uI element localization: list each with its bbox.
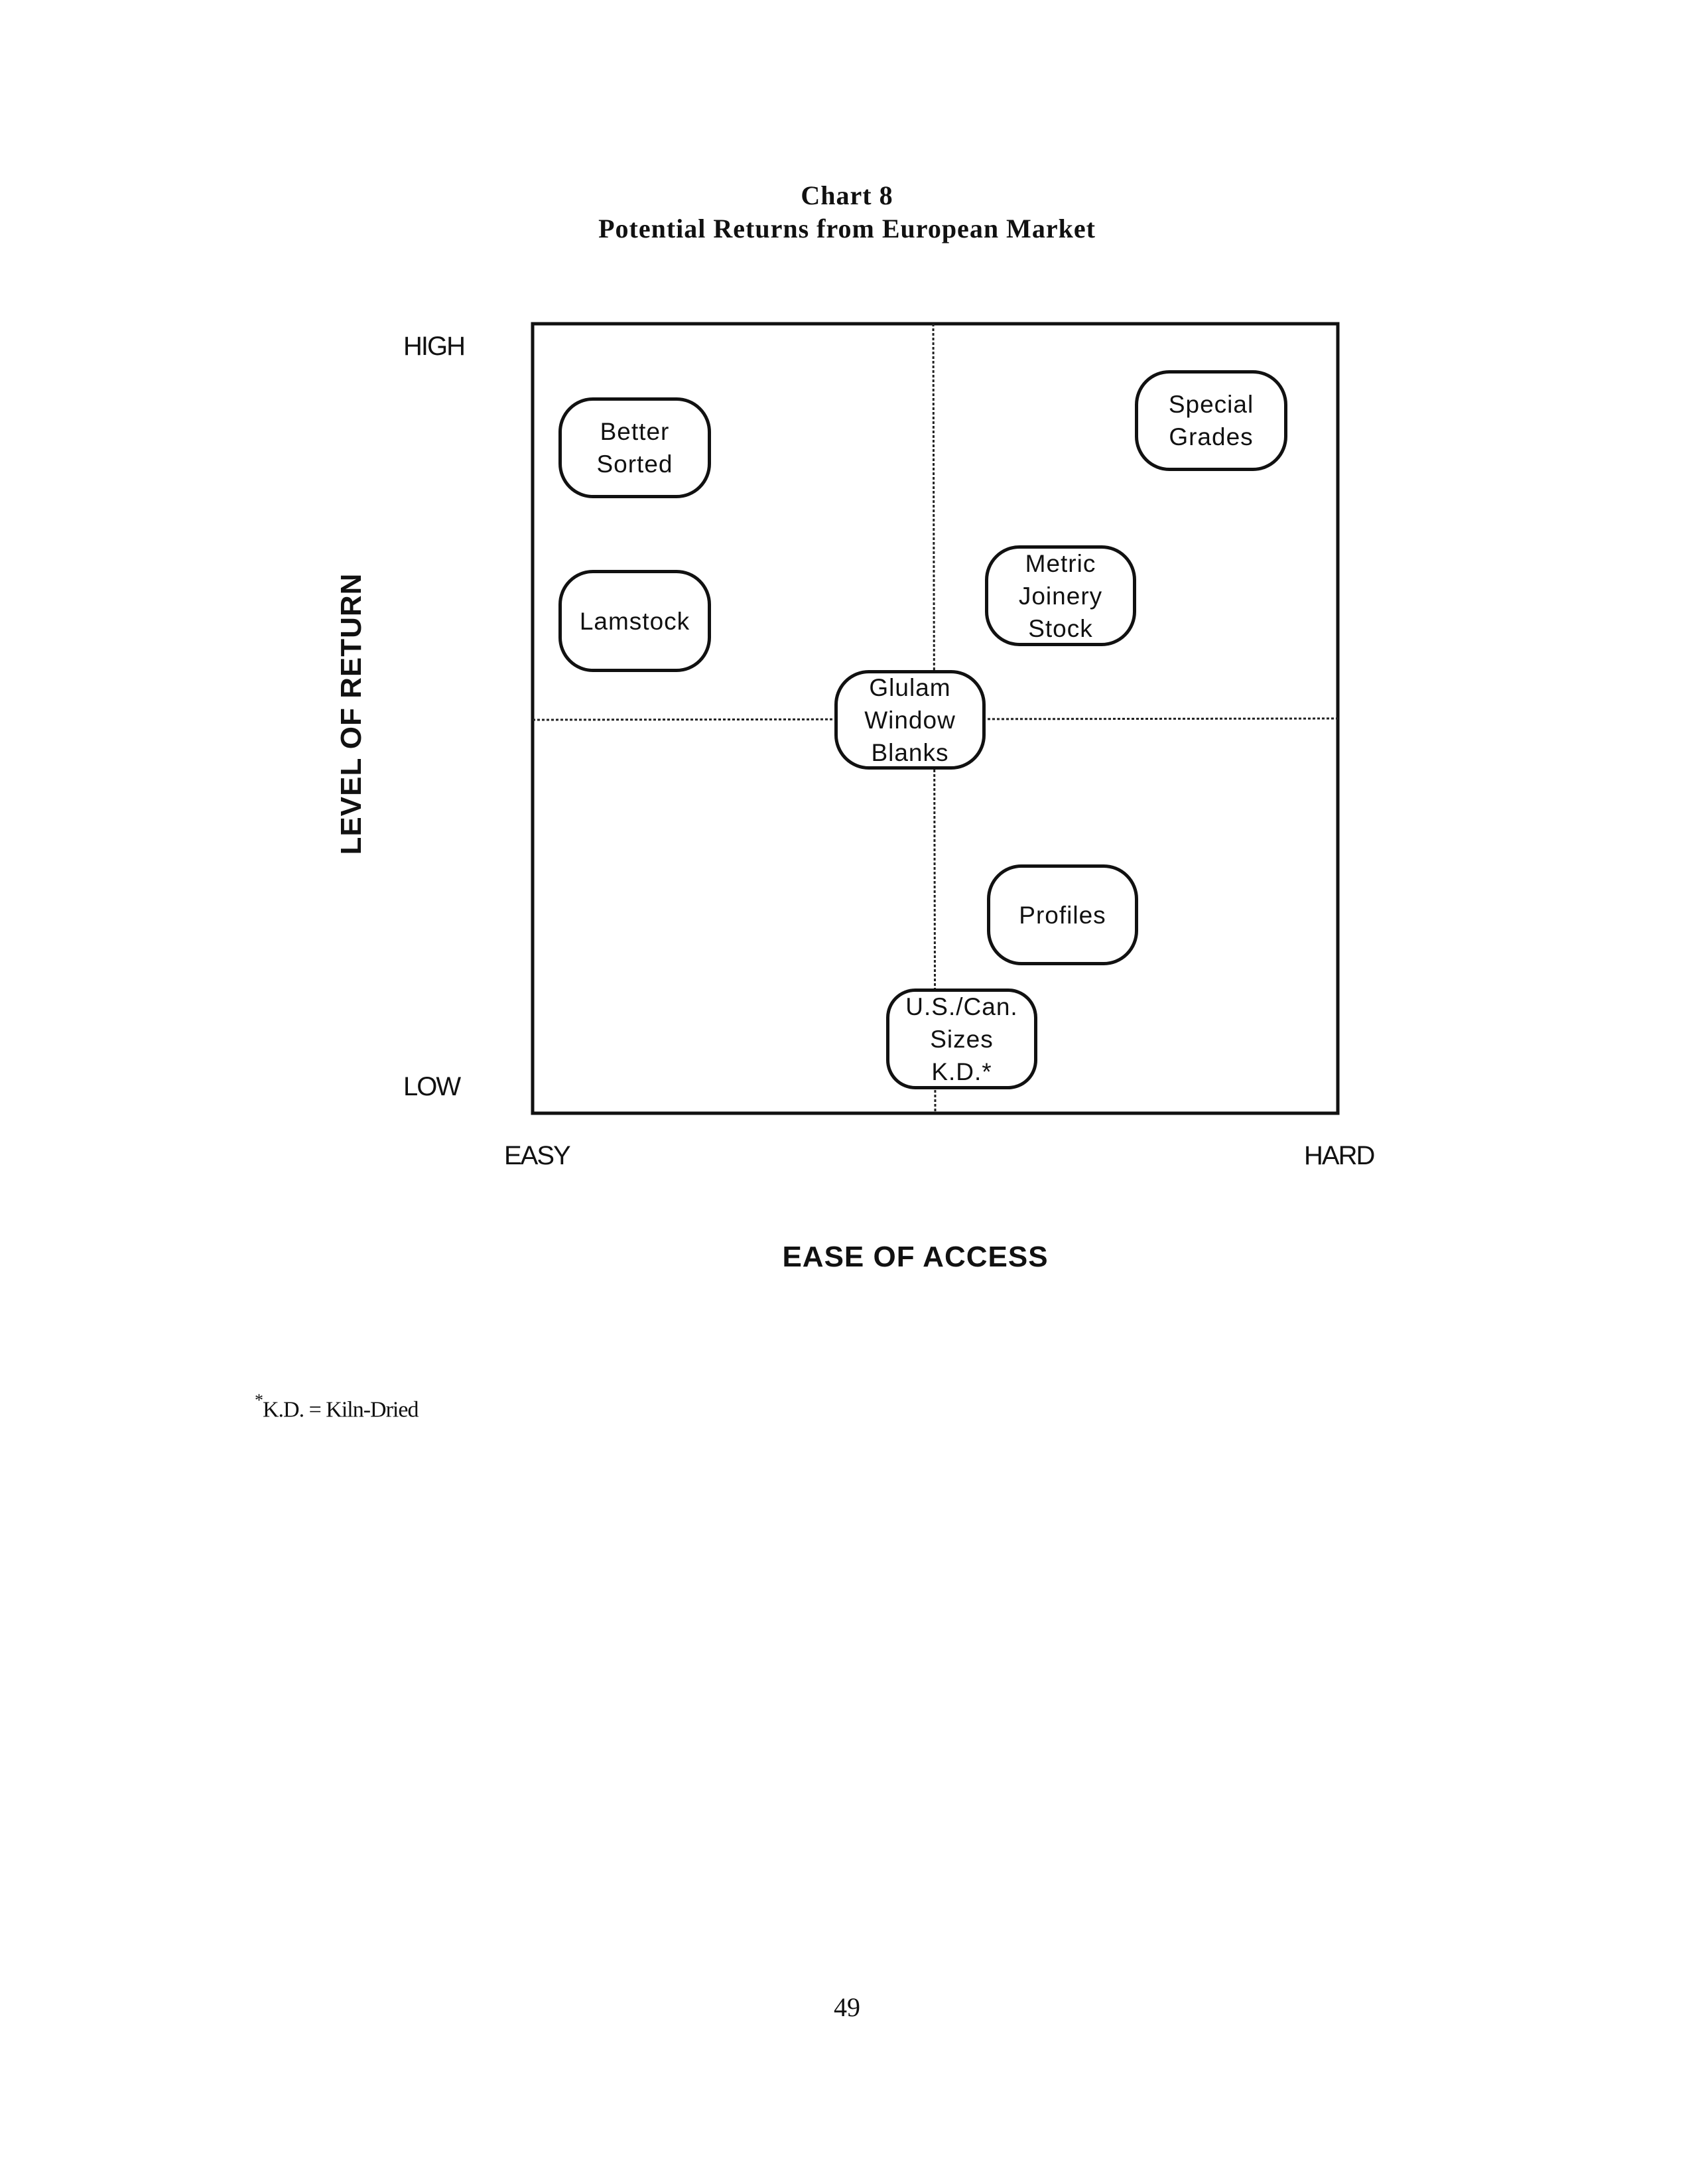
node-metric-joinery-stock: Metric Joinery Stock: [985, 545, 1136, 646]
node-special-grades-label: Special Grades: [1168, 391, 1254, 450]
chart-title-block: Chart 8 Potential Returns from European …: [0, 179, 1694, 245]
node-lamstock: Lamstock: [558, 570, 711, 672]
footnote-marker: *: [255, 1391, 263, 1410]
footnote-text: K.D. = Kiln-Dried: [263, 1397, 419, 1422]
chart-subtitle: Potential Returns from European Market: [598, 214, 1096, 243]
chart-title: Chart 8: [801, 180, 893, 210]
page-number: 49: [834, 1992, 860, 2022]
node-better-sorted: Better Sorted: [558, 397, 711, 498]
y-axis-high-label: HIGH: [403, 332, 466, 361]
y-axis-title: LEVEL OF RETURN: [335, 573, 367, 855]
x-axis-title: EASE OF ACCESS: [782, 1241, 1049, 1273]
node-special-grades: Special Grades: [1135, 370, 1287, 471]
horizontal-divider: [532, 717, 1338, 721]
x-axis-hard-label: HARD: [1304, 1141, 1375, 1170]
node-profiles: Profiles: [987, 864, 1138, 965]
y-axis-low-label: LOW: [403, 1072, 461, 1101]
node-metric-joinery-stock-label: Metric Joinery Stock: [1018, 549, 1103, 642]
node-glulam-window-blanks: Glulam Window Blanks: [834, 670, 986, 770]
node-glulam-window-blanks-label: Glulam Window Blanks: [864, 673, 956, 766]
footnote: *K.D. = Kiln-Dried: [255, 1391, 419, 1422]
node-better-sorted-label: Better Sorted: [596, 418, 673, 478]
node-us-can-sizes-kd: U.S./Can. Sizes K.D.*: [886, 989, 1037, 1089]
node-us-can-sizes-kd-label: U.S./Can. Sizes K.D.*: [905, 992, 1018, 1085]
node-profiles-label: Profiles: [1019, 901, 1106, 929]
x-axis-easy-label: EASY: [504, 1141, 571, 1170]
node-lamstock-label: Lamstock: [579, 607, 690, 635]
